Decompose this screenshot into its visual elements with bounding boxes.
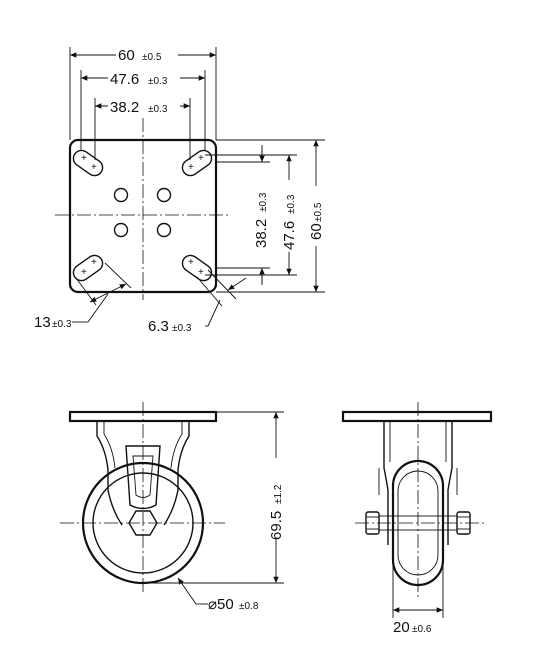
svg-text:+: +	[91, 257, 97, 268]
dim-outer-spacing-tol: ±0.3	[148, 76, 168, 87]
dim-height-60: 60 ±0.5	[216, 139, 325, 293]
svg-text:+: +	[188, 162, 194, 173]
dim-inner-spacing-v-tol: ±0.3	[258, 192, 269, 212]
dim-wheel-diameter-value: ⌀50	[208, 596, 234, 613]
dim-wheel-diameter: ⌀50 ±0.8	[177, 577, 259, 613]
dim-height-tol: ±0.5	[313, 202, 324, 222]
dim-height-value: 60	[308, 223, 325, 240]
svg-text:+: +	[81, 267, 87, 278]
mounting-slot-bottom-left: ++	[72, 254, 104, 282]
dim-wheel-width-value: 20	[393, 619, 410, 636]
dim-outer-spacing-v-value: 47.6	[281, 221, 298, 250]
dim-slot-width-tol: ±0.3	[172, 323, 192, 334]
dim-caster-height-tol: ±1.2	[273, 484, 284, 504]
dim-width-60: 60 ±0.5	[69, 46, 217, 140]
svg-text:+: +	[81, 153, 87, 164]
mounting-slot-top-right: ++	[181, 149, 213, 177]
dim-outer-spacing-v-tol: ±0.3	[286, 194, 297, 214]
dim-inner-spacing-v: 38.2 ±0.3	[215, 145, 270, 285]
dim-width-value: 60	[118, 47, 135, 64]
dim-inner-spacing-tol: ±0.3	[148, 104, 168, 115]
dim-caster-height: 69.5 ±1.2	[150, 411, 285, 584]
dim-slot-width-value: 6.3	[148, 318, 169, 335]
svg-text:+: +	[198, 267, 204, 278]
side-view-caster	[341, 402, 493, 600]
dim-wheel-width-tol: ±0.6	[412, 624, 432, 635]
dim-wheel-width: 20 ±0.6	[392, 560, 444, 636]
dim-inner-spacing-v-value: 38.2	[253, 219, 270, 248]
dim-inner-spacing-value: 38.2	[110, 99, 139, 116]
dim-slot-length: 13 ±0.3	[34, 262, 132, 331]
dim-outer-spacing-value: 47.6	[110, 71, 139, 88]
svg-text:+: +	[188, 257, 194, 268]
svg-text:+: +	[91, 162, 97, 173]
dim-wheel-diameter-tol: ±0.8	[239, 601, 259, 612]
dim-width-tol: ±0.5	[142, 52, 162, 63]
dim-outer-spacing: 47.6 ±0.3	[80, 69, 206, 150]
dim-caster-height-value: 69.5	[268, 511, 285, 540]
front-view-caster	[60, 402, 225, 595]
top-view-plate	[55, 118, 230, 300]
mounting-slot-top-left: ++	[72, 149, 104, 177]
dim-slot-length-tol: ±0.3	[52, 319, 72, 330]
dim-slot-length-value: 13	[34, 314, 51, 331]
dim-inner-spacing: 38.2 ±0.3	[94, 97, 191, 160]
svg-text:+: +	[198, 153, 204, 164]
mounting-slot-bottom-right: ++	[181, 254, 213, 282]
dim-slot-width: 6.3 ±0.3	[148, 269, 247, 335]
dim-outer-spacing-v: 47.6 ±0.3	[205, 154, 298, 276]
